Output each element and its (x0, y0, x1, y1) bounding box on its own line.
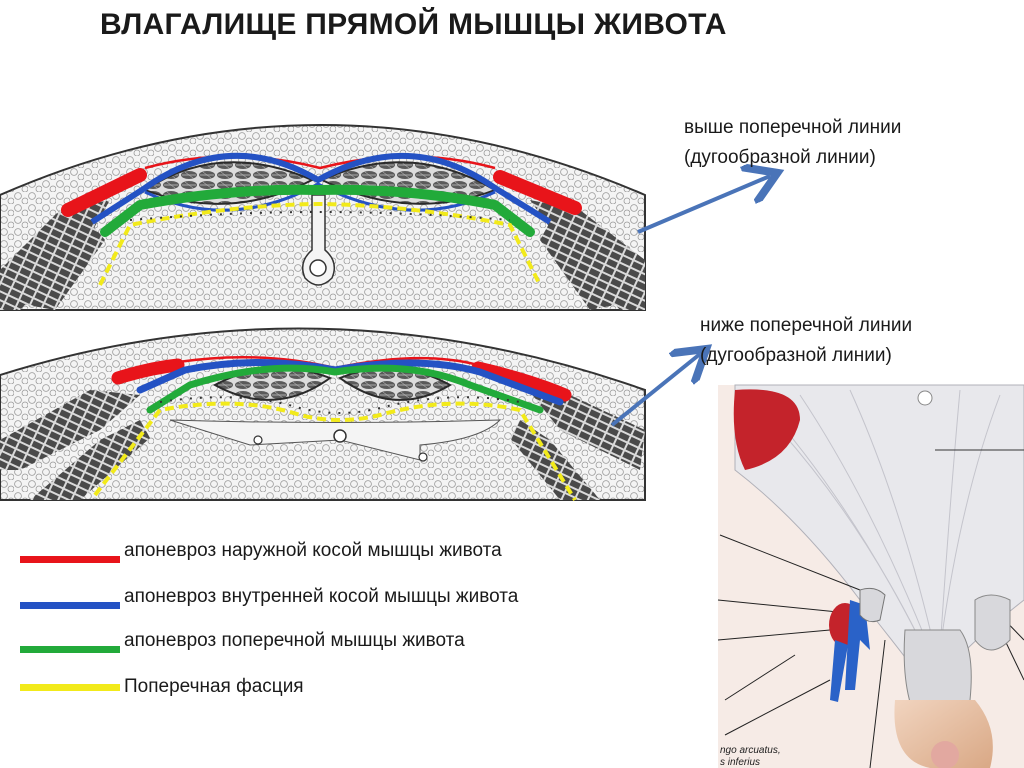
legend-label-transversalis-fascia: Поперечная фасция (124, 676, 304, 697)
legend-label-internal-oblique: апоневроз внутренней косой мышцы живота (124, 586, 519, 607)
photo-label-2: s inferius (720, 757, 761, 768)
legend-label-transversus: апоневроз поперечной мышцы живота (124, 630, 465, 651)
caption-below-arcuate-line: ниже поперечной линии (дугообразной лини… (700, 311, 1020, 371)
arrow-to-above-caption (637, 176, 770, 234)
legend-swatch-transversalis-fascia (20, 684, 120, 691)
anatomical-photo (717, 384, 1024, 768)
caption-above-arcuate-line: выше поперечной линии (дугообразной лини… (684, 113, 1004, 173)
legend-swatch-transversus (20, 646, 120, 653)
arrow-to-below-caption (610, 354, 700, 427)
legend-swatch-external-oblique (20, 556, 120, 563)
cross-section-below-arcuate-line (0, 327, 646, 502)
legend-label-external-oblique: апоневроз наружной косой мышцы живота (124, 540, 502, 561)
caption-below-line-2: (дугообразной линии) (700, 345, 892, 366)
page-title: ВЛАГАЛИЩЕ ПРЯМОЙ МЫШЦЫ ЖИВОТА (100, 8, 727, 41)
legend-swatch-internal-oblique (20, 602, 120, 609)
photo-label-1: ngo arcuatus, (720, 745, 781, 756)
caption-above-line-2: (дугообразной линии) (684, 147, 876, 168)
caption-above-line-1: выше поперечной линии (684, 117, 902, 138)
cross-section-above-arcuate-line (0, 124, 646, 311)
caption-below-line-1: ниже поперечной линии (700, 315, 913, 336)
